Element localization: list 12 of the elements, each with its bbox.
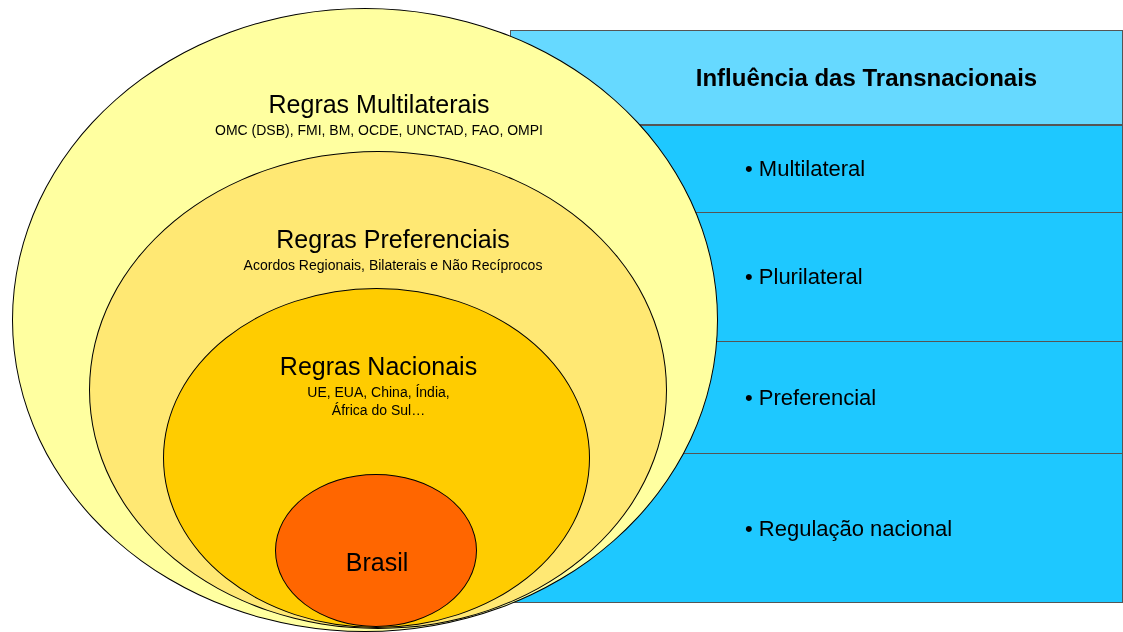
band-label: • Regulação nacional <box>745 511 953 545</box>
band-label: • Preferencial <box>745 380 877 414</box>
band-heading: Influência das Transnacionais <box>695 62 1038 93</box>
ellipse-title: Brasil <box>345 547 409 578</box>
ellipse-title: Regras Preferenciais <box>276 224 510 255</box>
ellipse-subtitle: UE, EUA, China, Índia, África do Sul… <box>306 384 451 420</box>
ellipse-title: Regras Nacionais <box>279 351 478 382</box>
ellipse-title: Regras Multilaterais <box>268 89 490 120</box>
ellipse-subtitle: OMC (DSB), FMI, BM, OCDE, UNCTAD, FAO, OMPI <box>214 122 544 140</box>
band-label: • Multilateral <box>745 152 866 185</box>
ellipse-subtitle: Acordos Regionais, Bilaterais e Não Recíprocos <box>242 257 544 275</box>
band-label: • Plurilateral <box>745 260 863 293</box>
